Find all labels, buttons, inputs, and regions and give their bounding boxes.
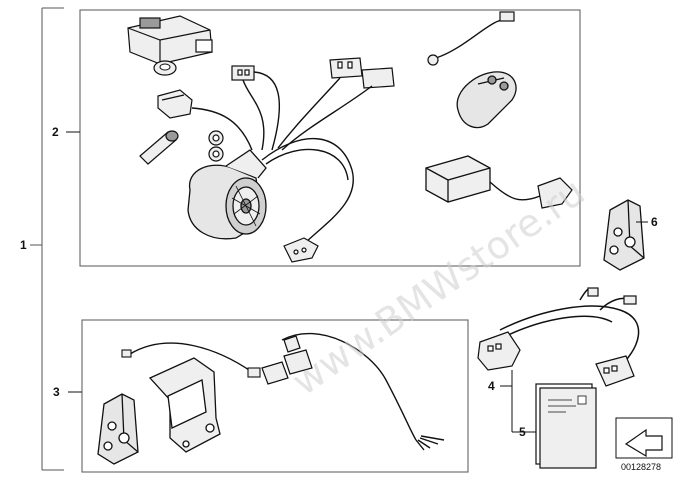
harness-end-connector (283, 237, 319, 263)
part-number: 00128278 (621, 462, 661, 472)
callout-4: 4 (488, 379, 495, 393)
callout-6: 6 (651, 215, 658, 229)
frame-item-3 (81, 319, 469, 473)
multi-pin-plug (157, 89, 193, 119)
mounting-bracket-3 (97, 393, 139, 465)
sensor-cable (435, 17, 507, 59)
grommet-hole (159, 63, 171, 71)
callout-1: 1 (20, 238, 27, 252)
frame-item-2 (79, 9, 581, 267)
adapter-connector-pair (261, 335, 313, 385)
remote-control-fob (456, 71, 517, 129)
adapter-cable-short (129, 342, 253, 373)
callout-5: 5 (519, 425, 526, 439)
harness-connectors-upper (231, 57, 395, 89)
receiver-connector (537, 177, 573, 209)
adapter-cable-plug (121, 349, 132, 358)
orientation-arrow-icon (615, 417, 673, 459)
nuts-washers (208, 130, 224, 162)
key-cylinder (139, 130, 179, 165)
mounting-bracket-6 (603, 199, 645, 271)
control-module (127, 15, 213, 65)
callout-3: 3 (53, 385, 60, 399)
receiver-module (425, 155, 491, 203)
adapter-harness (281, 332, 445, 451)
sensor-head (427, 54, 439, 66)
main-kit-bracket (30, 7, 64, 471)
callout-2: 2 (52, 125, 59, 139)
receiver-cable (489, 181, 541, 201)
harness-wires-2 (191, 71, 373, 243)
mounting-plate (148, 357, 221, 453)
adapter-cable-end (247, 367, 261, 378)
sensor-plug (499, 11, 515, 22)
harness-4-connectors (477, 287, 637, 387)
instruction-booklet-5 (535, 383, 597, 469)
watermark: www.BMWstore.ru (284, 169, 593, 404)
alarm-siren (187, 149, 267, 240)
